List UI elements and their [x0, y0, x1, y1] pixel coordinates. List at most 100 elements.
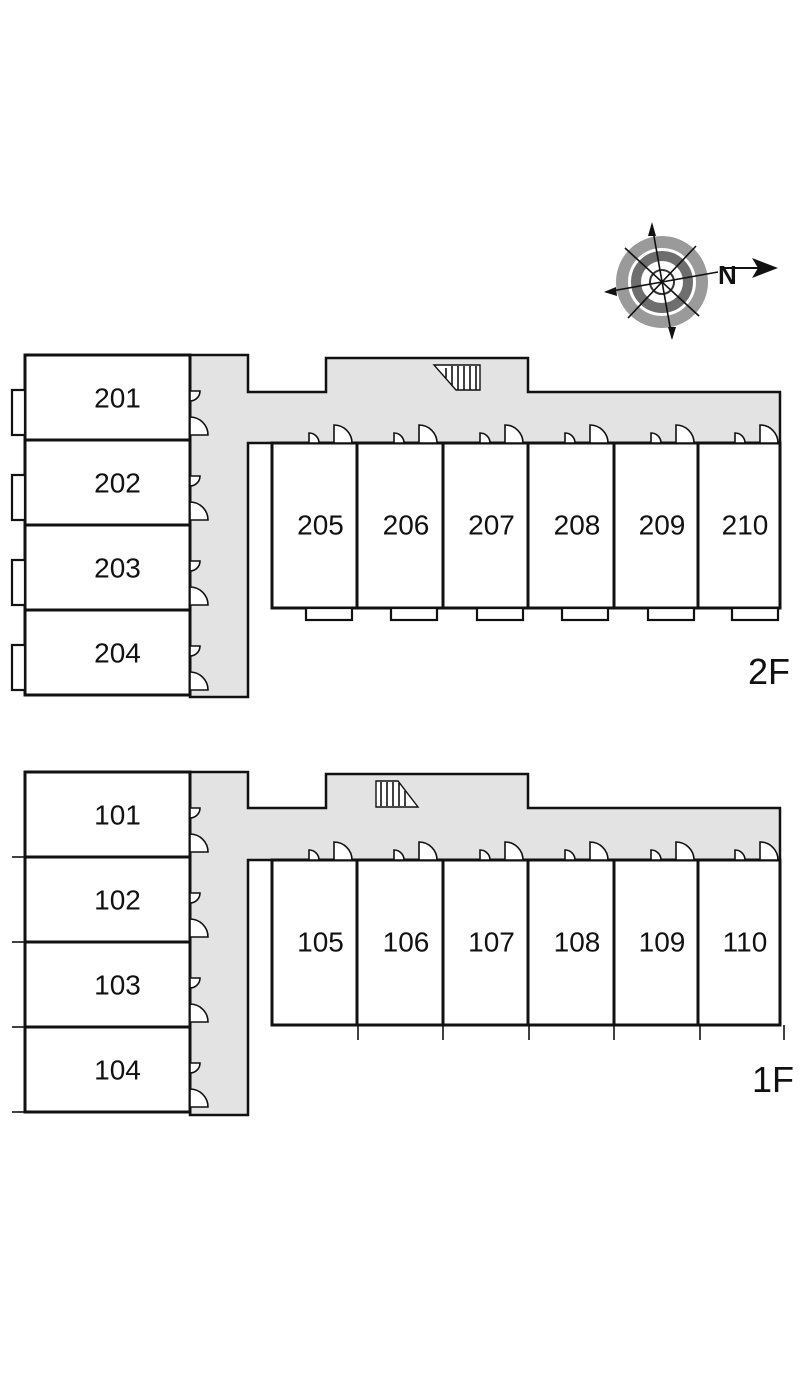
unit-number: 205	[297, 510, 344, 541]
door-small-icon	[650, 432, 662, 444]
unit-number: 107	[468, 927, 515, 958]
balcony	[10, 558, 27, 607]
unit-outline	[23, 523, 192, 612]
stair-1f-icon	[375, 780, 420, 808]
door-icon	[189, 586, 209, 606]
unit-number: 207	[468, 510, 515, 541]
door-small-icon	[650, 849, 662, 861]
door-icon	[759, 424, 779, 444]
door-small-icon	[564, 432, 576, 444]
door-small-icon	[564, 849, 576, 861]
unit-107: 107	[441, 841, 530, 1040]
unit-number: 105	[297, 927, 344, 958]
door-icon	[189, 671, 209, 691]
door-icon	[333, 424, 353, 444]
door-icon	[589, 841, 609, 861]
unit-outline	[23, 770, 192, 859]
unit-outline	[696, 441, 782, 610]
unit-outline	[23, 1025, 192, 1114]
unit-number: 202	[94, 468, 141, 499]
unit-number: 106	[383, 927, 430, 958]
floor-1f: 101 102 103 104 105 106 107 108 109 110 1F	[12, 770, 794, 1117]
unit-110: 110	[696, 841, 785, 1040]
door-icon	[759, 841, 779, 861]
unit-number: 101	[94, 800, 141, 831]
door-icon	[504, 841, 524, 861]
unit-207: 207	[441, 424, 530, 622]
unit-202: 202	[10, 438, 209, 527]
unit-205: 205	[270, 424, 359, 622]
door-icon	[418, 841, 438, 861]
stair-2f-icon	[432, 364, 481, 391]
unit-206: 206	[355, 424, 445, 622]
floor-label: 1F	[752, 1059, 794, 1100]
compass-north-label: N	[718, 260, 737, 290]
unit-outline	[612, 858, 700, 1027]
unit-109: 109	[612, 841, 701, 1040]
door-icon	[189, 1003, 209, 1023]
floor-2f: 201 202 203 204 205 206 207 208 209 210 2F	[10, 353, 790, 699]
unit-number: 108	[554, 927, 601, 958]
unit-number: 204	[94, 638, 141, 669]
unit-number: 110	[723, 927, 768, 958]
door-small-icon	[189, 892, 201, 904]
door-small-icon	[479, 432, 491, 444]
unit-104: 104	[12, 1025, 209, 1114]
door-small-icon	[189, 560, 201, 572]
unit-201: 201	[10, 353, 209, 442]
unit-103: 103	[12, 940, 209, 1029]
balcony	[560, 606, 610, 622]
door-small-icon	[189, 977, 201, 989]
door-icon	[189, 501, 209, 521]
unit-outline	[23, 855, 192, 944]
unit-outline	[23, 940, 192, 1029]
door-icon	[589, 424, 609, 444]
door-icon	[189, 833, 209, 853]
unit-number: 104	[94, 1055, 141, 1086]
unit-number: 103	[94, 970, 141, 1001]
balcony	[389, 606, 439, 622]
unit-209: 209	[612, 424, 700, 622]
unit-101: 101	[12, 770, 209, 859]
door-icon	[189, 1088, 209, 1108]
door-icon	[675, 424, 695, 444]
floor-label: 2F	[748, 651, 790, 692]
door-small-icon	[189, 475, 201, 487]
balcony	[10, 643, 27, 692]
unit-outline	[612, 441, 700, 610]
unit-number: 201	[94, 383, 141, 414]
door-icon	[418, 424, 438, 444]
unit-106: 106	[355, 841, 445, 1040]
unit-number: 209	[639, 510, 686, 541]
door-icon	[189, 416, 209, 436]
compass-icon: N	[604, 222, 778, 340]
balcony	[304, 606, 354, 622]
door-small-icon	[308, 849, 320, 861]
unit-208: 208	[526, 424, 616, 622]
balcony	[10, 473, 27, 522]
door-small-icon	[734, 849, 746, 861]
door-small-icon	[479, 849, 491, 861]
door-icon	[333, 841, 353, 861]
unit-210: 210	[696, 424, 782, 622]
unit-204: 204	[10, 608, 209, 697]
unit-102: 102	[12, 855, 209, 944]
door-small-icon	[734, 432, 746, 444]
door-icon	[675, 841, 695, 861]
door-icon	[189, 918, 209, 938]
door-small-icon	[393, 849, 405, 861]
unit-number: 210	[722, 510, 769, 541]
unit-number: 102	[94, 885, 141, 916]
door-small-icon	[189, 390, 201, 402]
door-small-icon	[393, 432, 405, 444]
unit-number: 208	[554, 510, 601, 541]
balcony	[730, 606, 780, 622]
unit-203: 203	[10, 523, 209, 612]
door-small-icon	[308, 432, 320, 444]
unit-number: 206	[383, 510, 430, 541]
door-small-icon	[189, 1062, 201, 1074]
balcony	[646, 606, 696, 622]
unit-number: 203	[94, 553, 141, 584]
balcony	[10, 388, 27, 437]
